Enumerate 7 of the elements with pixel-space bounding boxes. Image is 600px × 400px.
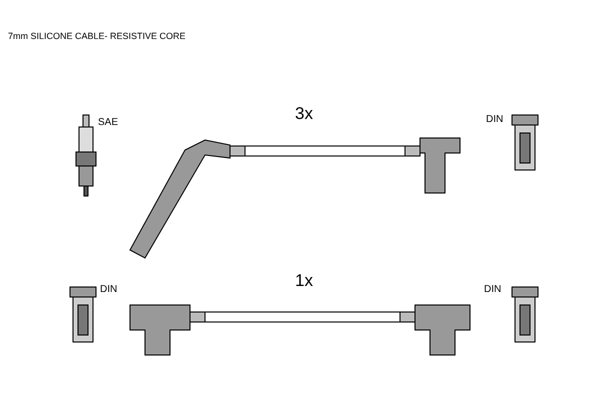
quantity-label: 1x bbox=[295, 272, 313, 289]
connector-type-label: DIN bbox=[100, 285, 118, 295]
quantity-label: 3x bbox=[295, 105, 313, 122]
connector-type-label: DIN bbox=[484, 285, 502, 295]
connector-type-label: DIN bbox=[486, 115, 504, 125]
connector-type-label: SAE bbox=[98, 118, 118, 128]
spec-note: 7mm SILICONE CABLE- RESISTIVE CORE bbox=[8, 32, 186, 41]
